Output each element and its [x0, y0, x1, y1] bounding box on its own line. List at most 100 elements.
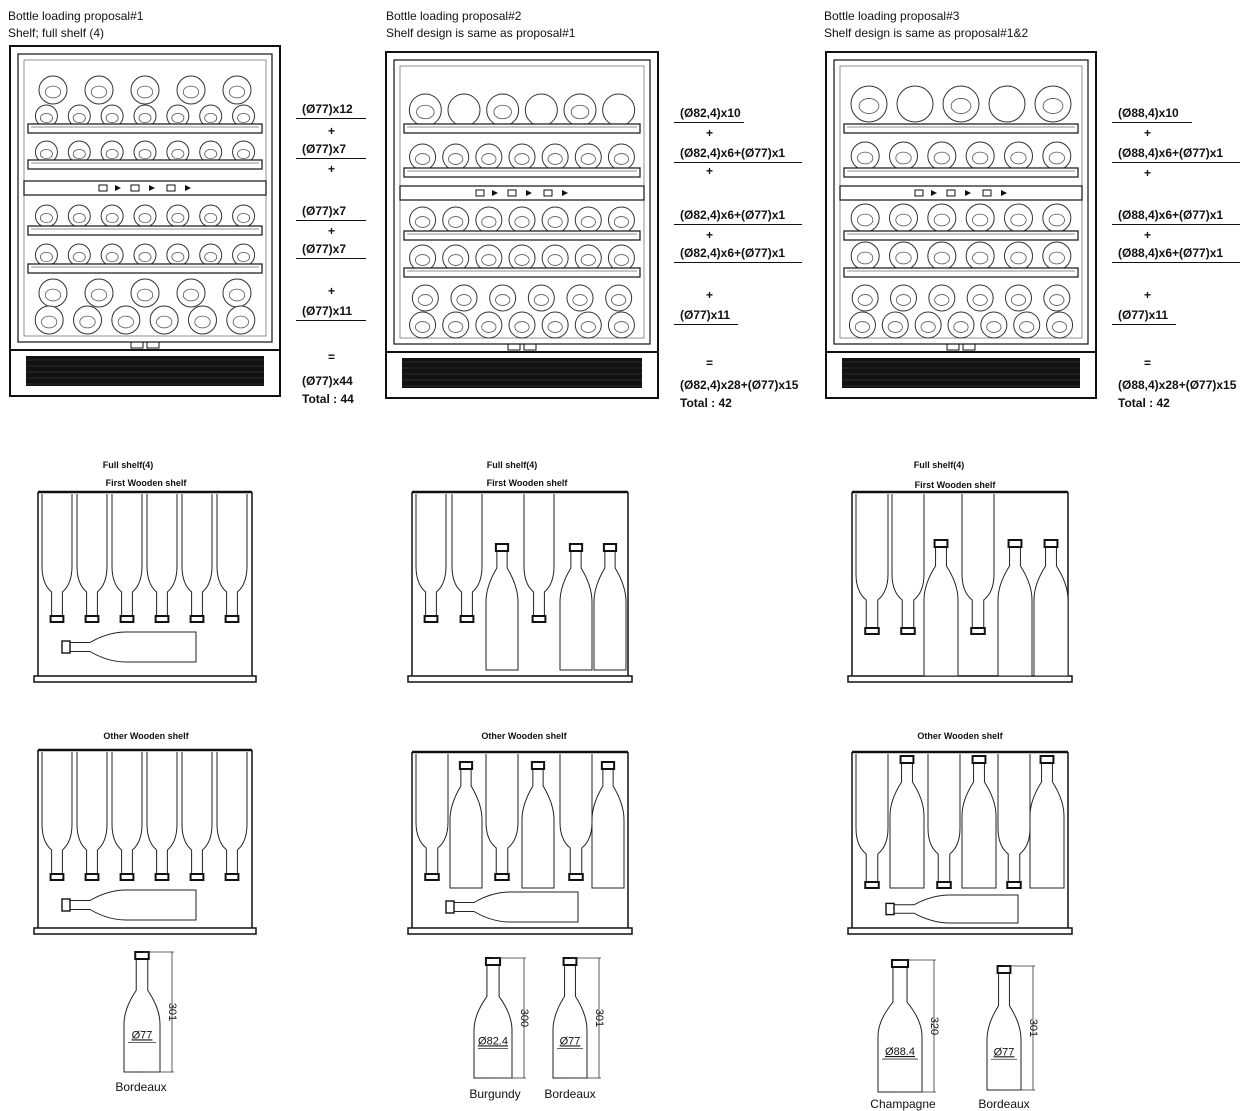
base-logo-icon	[130, 341, 144, 349]
bottle-end	[848, 311, 876, 339]
shelf-rail	[843, 230, 1079, 241]
inverted-bottle	[961, 494, 995, 635]
base-logo-icon	[946, 343, 960, 351]
cooler-proposal-1	[9, 45, 281, 397]
control-arrow-icon	[562, 190, 568, 196]
bottle-punt	[44, 288, 62, 302]
control-button-icon	[166, 184, 176, 192]
bottle-punt	[416, 104, 435, 120]
bottle-end	[850, 141, 880, 171]
bottle-punt	[39, 251, 53, 263]
bottle-punt	[613, 216, 629, 228]
bottle-end	[166, 204, 190, 228]
bottle-end	[574, 311, 602, 339]
inverted-bottle	[559, 754, 593, 881]
bottle-end	[942, 85, 980, 123]
bottle-punt	[237, 212, 251, 224]
inverted-bottle	[146, 752, 178, 881]
calc-line: (Ø77)x11	[302, 304, 353, 318]
proposal-2-header: Bottle loading proposal#2 Shelf design i…	[386, 8, 575, 42]
bottle-diameter-label: Ø77	[132, 1029, 153, 1041]
bottle-cap	[531, 615, 547, 623]
bottle-punt	[136, 85, 154, 99]
bottle-punt	[90, 85, 108, 99]
bottle-cap	[1006, 881, 1022, 889]
glass-door	[17, 53, 273, 343]
inverted-bottle	[111, 752, 143, 881]
bottle-cap	[119, 873, 135, 881]
bottle-cap	[189, 615, 205, 623]
bottle-end	[149, 305, 179, 335]
bottle-diameter-label: Ø77	[994, 1046, 1015, 1058]
bottle-end	[928, 284, 956, 312]
bottle-punt	[580, 321, 596, 333]
bottle-punt	[1049, 294, 1065, 306]
bottle-punt	[1010, 151, 1027, 165]
bottle-cap	[458, 761, 474, 770]
bottle-punt	[972, 151, 989, 165]
bottle-punt	[171, 251, 185, 263]
proposal-1-first-shelf-caption: First Wooden shelf	[105, 478, 187, 488]
bottle-punt	[415, 216, 431, 228]
bottle-cap	[134, 951, 150, 960]
first-shelf-proposal-3	[847, 490, 1073, 683]
bottle-cap	[189, 873, 205, 881]
shelf-rail	[27, 159, 263, 170]
calc-total: Total : 42	[680, 396, 732, 410]
bottle-cap	[154, 615, 170, 623]
bottle-punt	[138, 212, 152, 224]
bottle-cap	[494, 873, 510, 881]
bottle-punt	[972, 251, 989, 265]
bottle-end	[489, 284, 517, 312]
bottle-end	[851, 284, 879, 312]
bottle-end	[442, 206, 470, 234]
bottle-label-bordeaux-3: Bordeaux	[978, 1097, 1030, 1111]
bottle-cap	[459, 615, 475, 623]
calc-line: (Ø88,4)x28+(Ø77)x15	[1118, 378, 1237, 392]
bottle-punt	[79, 315, 96, 329]
bottle-punt	[204, 148, 218, 160]
bottle-end	[541, 206, 569, 234]
first-shelf-proposal-1	[33, 490, 257, 683]
bottle-end	[966, 284, 994, 312]
bottle-punt	[857, 251, 874, 265]
base-logo-icon	[962, 343, 976, 351]
bottle-end	[409, 143, 437, 171]
bottle-punt	[895, 151, 912, 165]
calc-line: (Ø82,4)x28+(Ø77)x15	[680, 378, 799, 392]
calc-line: =	[328, 350, 336, 364]
shelf-rail	[403, 123, 641, 134]
base-logo-icon	[507, 343, 521, 351]
calc-line: +	[706, 288, 714, 302]
bottle-punt	[933, 213, 950, 227]
calc-line: =	[1144, 356, 1152, 370]
bottle-end	[508, 311, 536, 339]
bottle-punt	[895, 213, 912, 227]
inverted-bottle	[216, 494, 248, 623]
bottle-end	[232, 204, 256, 228]
shelf-base	[33, 927, 257, 935]
inverted-bottle	[451, 494, 483, 623]
proposal-3-header: Bottle loading proposal#3 Shelf design i…	[824, 8, 1028, 42]
bottle-cap	[224, 873, 240, 881]
bottle-end	[574, 206, 602, 234]
bottle-cap	[970, 627, 986, 635]
shelf-base	[847, 675, 1073, 683]
calc-line: +	[328, 224, 336, 238]
control-arrow-icon	[149, 185, 155, 191]
bottle-punt	[39, 148, 53, 160]
bottle-end	[442, 143, 470, 171]
bottle-punt	[182, 85, 200, 99]
bottle-end	[100, 204, 124, 228]
bottle-height-label: 301	[1027, 1019, 1039, 1037]
bottle-end	[133, 243, 157, 267]
bottle-cap	[61, 898, 71, 912]
bottle-cap	[971, 755, 987, 764]
bottle-punt	[194, 315, 211, 329]
bottle-cap	[568, 873, 584, 881]
bottle-end	[1046, 311, 1074, 339]
control-panel-strip	[23, 180, 267, 196]
bottle-end	[1005, 284, 1032, 312]
bottle-punt	[138, 148, 152, 160]
